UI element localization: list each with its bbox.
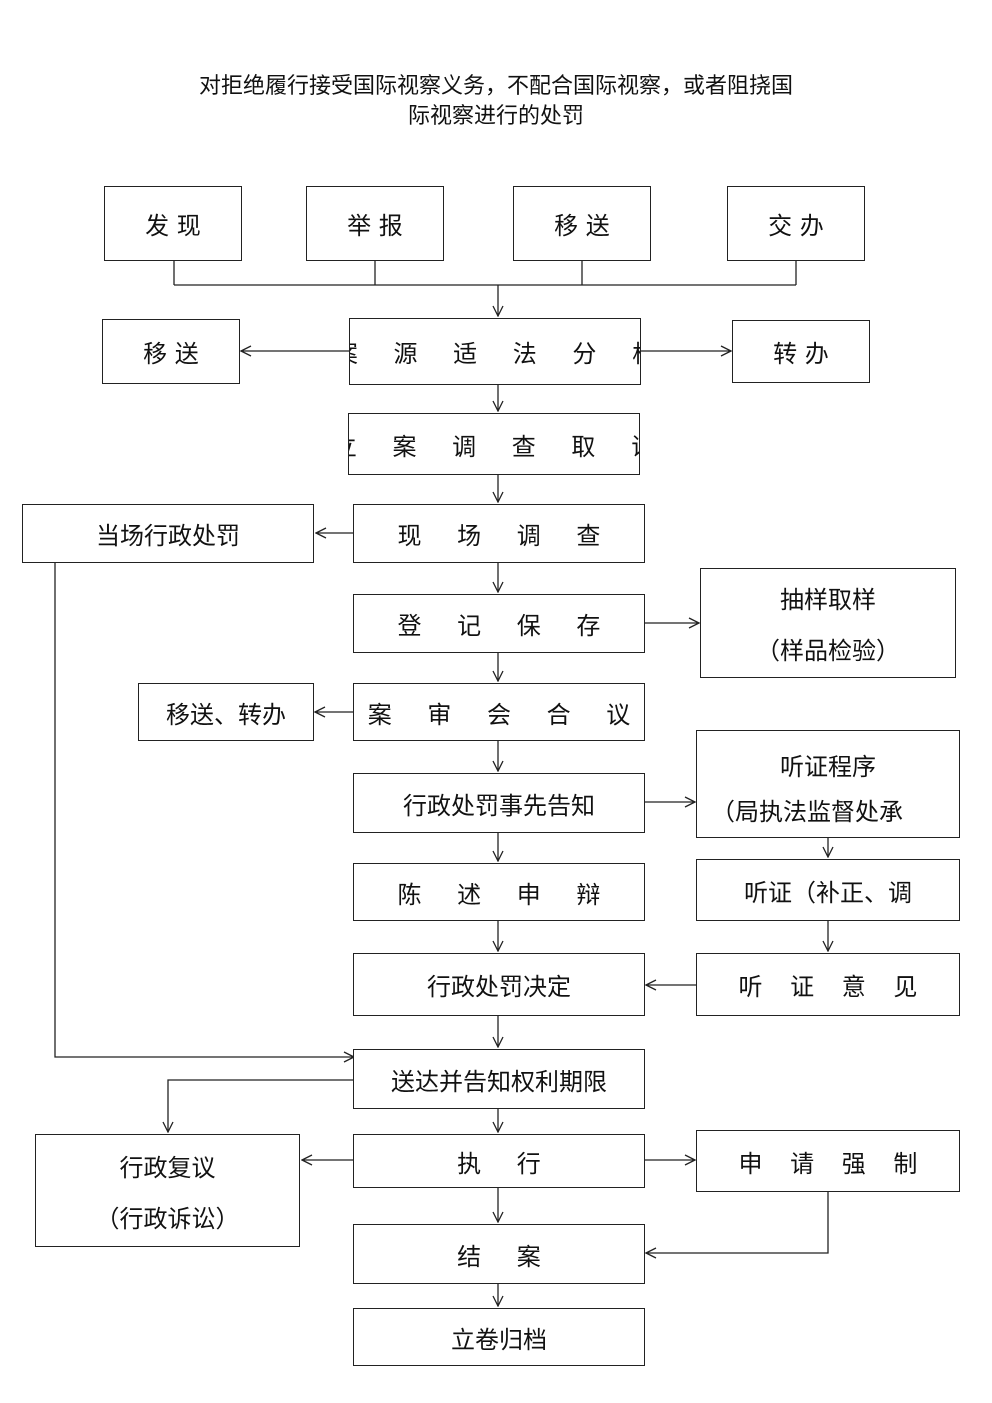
administrative-review-box: 行政复议 （行政诉讼） [35, 1134, 300, 1247]
case-closed-label: 结 案 [457, 1242, 555, 1271]
title-line-2: 际视察进行的处罚 [407, 104, 584, 129]
penalty-decision-box: 行政处罚决定 [353, 953, 645, 1016]
service-notice-label: 送达并告知权利期限 [391, 1067, 607, 1096]
prior-notice-box: 行政处罚事先告知 [353, 773, 645, 833]
filing-investigation-box: 立 案 调 查 取 证 [348, 413, 640, 475]
statement-defense-label: 陈 述 申 辩 [397, 880, 615, 909]
service-notice-box: 送达并告知权利期限 [353, 1049, 645, 1109]
filing-investigation-label: 立 案 调 查 取 证 [349, 432, 639, 461]
on-site-penalty-box: 当场行政处罚 [22, 504, 314, 563]
hearing-procedure-box: 听证程序 （局执法监督处承 [696, 730, 960, 838]
source-assigned-box: 交 办 [727, 186, 865, 261]
analysis-forward-label: 转 办 [773, 340, 829, 368]
prior-notice-label: 行政处罚事先告知 [403, 791, 595, 820]
execution-label: 执 行 [457, 1149, 555, 1178]
sampling-box: 抽样取样 （样品检验） [700, 568, 956, 678]
source-discovery-label: 发 现 [145, 212, 201, 240]
statement-defense-box: 陈 述 申 辩 [353, 863, 645, 921]
transfer-forward-label: 移送、转办 [166, 700, 286, 729]
enforcement-application-box: 申 请 强 制 [696, 1130, 960, 1192]
execution-box: 执 行 [353, 1134, 645, 1188]
sampling-label: 抽样取样 [780, 586, 876, 614]
hearing-box: 听证（补正、调 [696, 859, 960, 921]
source-report-label: 举 报 [347, 212, 403, 240]
source-transfer-box: 移 送 [513, 186, 651, 261]
analysis-forward-box: 转 办 [732, 320, 870, 383]
site-investigation-box: 现 场 调 查 [353, 504, 645, 563]
source-assigned-label: 交 办 [768, 212, 824, 240]
case-review-box: 案 审 会 合 议 [353, 683, 645, 741]
source-report-box: 举 报 [306, 186, 444, 261]
archive-box: 立卷归档 [353, 1308, 645, 1366]
case-source-analysis-box: 案 源 适 法 分 析 [349, 318, 641, 385]
transfer-forward-box: 移送、转办 [138, 683, 314, 741]
registration-preservation-box: 登 记 保 存 [353, 594, 645, 653]
case-closed-box: 结 案 [353, 1224, 645, 1284]
source-transfer-label: 移 送 [554, 212, 610, 240]
title-line-1: 对拒绝履行接受国际视察义务，不配合国际视察，或者阻挠国 [198, 74, 793, 99]
site-investigation-label: 现 场 调 查 [397, 522, 615, 550]
source-discovery-box: 发 现 [104, 186, 242, 261]
hearing-opinion-label: 听 证 意 见 [738, 973, 928, 1001]
hearing-opinion-box: 听 证 意 见 [696, 953, 960, 1016]
administrative-litigation-label: （行政诉讼） [95, 1204, 240, 1233]
case-review-label: 案 审 会 合 议 [367, 700, 645, 729]
hearing-procedure-label: 听证程序 [780, 753, 876, 781]
on-site-penalty-label: 当场行政处罚 [96, 522, 240, 550]
sample-testing-label: （样品检验） [756, 637, 900, 665]
hearing-label: 听证（补正、调 [744, 878, 912, 907]
enforcement-application-label: 申 请 强 制 [738, 1149, 928, 1178]
penalty-decision-label: 行政处罚决定 [427, 973, 571, 1001]
analysis-transfer-box: 移 送 [102, 319, 240, 384]
hearing-procedure-detail: （局执法监督处承 [711, 798, 903, 826]
administrative-review-label: 行政复议 [119, 1153, 216, 1182]
analysis-transfer-label: 移 送 [143, 340, 199, 368]
case-source-analysis-label: 案 源 适 法 分 析 [350, 340, 640, 368]
archive-label: 立卷归档 [451, 1325, 547, 1354]
registration-preservation-label: 登 记 保 存 [397, 612, 615, 640]
